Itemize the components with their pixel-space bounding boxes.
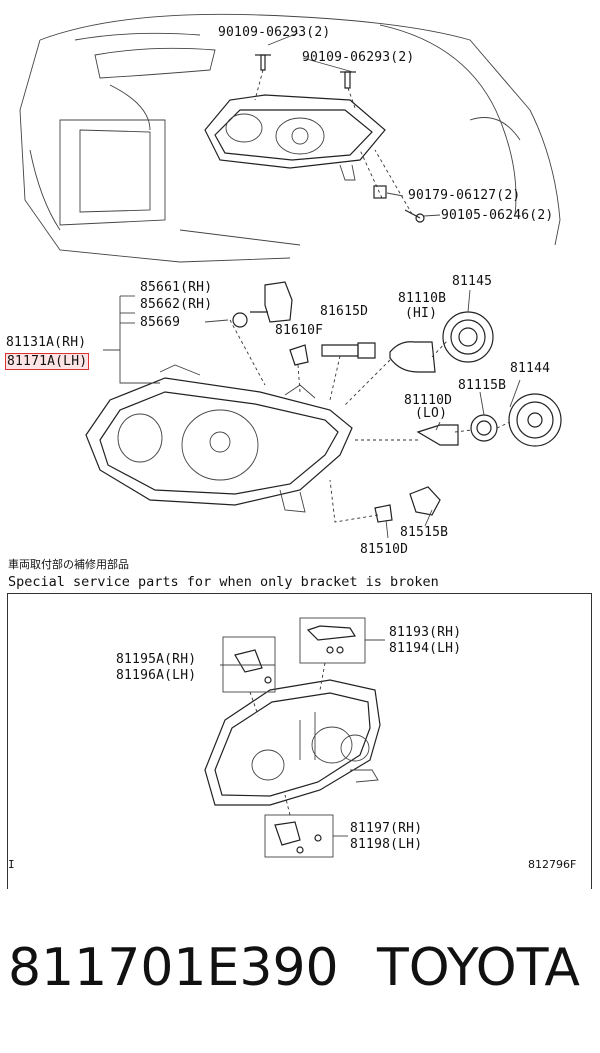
part-label-81171a-highlighted: 81171A(LH) (5, 353, 90, 370)
headlamp-rear-view (204, 679, 381, 806)
part-label-screw-3: 90105-06246(2) (441, 208, 554, 223)
part-label-85661: 85661(RH) (140, 280, 213, 295)
part-label-81195a: 81195A(RH) (116, 652, 197, 667)
part-label-81145: 81145 (452, 274, 493, 289)
part-label-hi: (HI) (405, 306, 438, 321)
diagram-code: 812796F (528, 858, 577, 871)
part-label-81197: 81197(RH) (350, 821, 423, 836)
headlamp-installed (204, 54, 425, 223)
part-number: 811701E390 (8, 938, 339, 998)
part-label-clip: 90179-06127(2) (408, 188, 521, 203)
part-label-81194: 81194(LH) (389, 641, 462, 656)
part-label-81510d: 81510D (360, 542, 409, 557)
part-label-81110b: 81110B (398, 291, 447, 306)
part-label-81115b: 81115B (458, 378, 507, 393)
brand-name: TOYOTA (377, 938, 580, 998)
special-parts-frame (7, 593, 592, 889)
part-label-lo: (LO) (415, 406, 448, 421)
part-label-81198: 81198(LH) (350, 837, 423, 852)
caption-japanese: 車両取付部の補修用部品 (8, 558, 129, 571)
part-label-81515b: 81515B (400, 525, 449, 540)
part-label-81131a: 81131A(RH) (6, 335, 87, 350)
headlamp-assembly (85, 364, 353, 513)
part-label-81196a: 81196A(LH) (116, 668, 197, 683)
part-label-81110d: 81110D (404, 393, 453, 408)
part-label-screw-2: 90109-06293(2) (302, 50, 415, 65)
bracket-parts (222, 617, 366, 858)
car-front-outline (19, 13, 561, 263)
caption-english: Special service parts for when only brac… (8, 574, 439, 590)
part-label-81144: 81144 (510, 361, 551, 376)
part-label-85662: 85662(RH) (140, 297, 213, 312)
part-label-85669: 85669 (140, 315, 181, 330)
part-label-screw-1: 90109-06293(2) (218, 25, 331, 40)
part-label-81610f: 81610F (275, 323, 324, 338)
part-label-81615d: 81615D (320, 304, 369, 319)
part-label-81193: 81193(RH) (389, 625, 462, 640)
diagram-marker: I (8, 858, 15, 871)
